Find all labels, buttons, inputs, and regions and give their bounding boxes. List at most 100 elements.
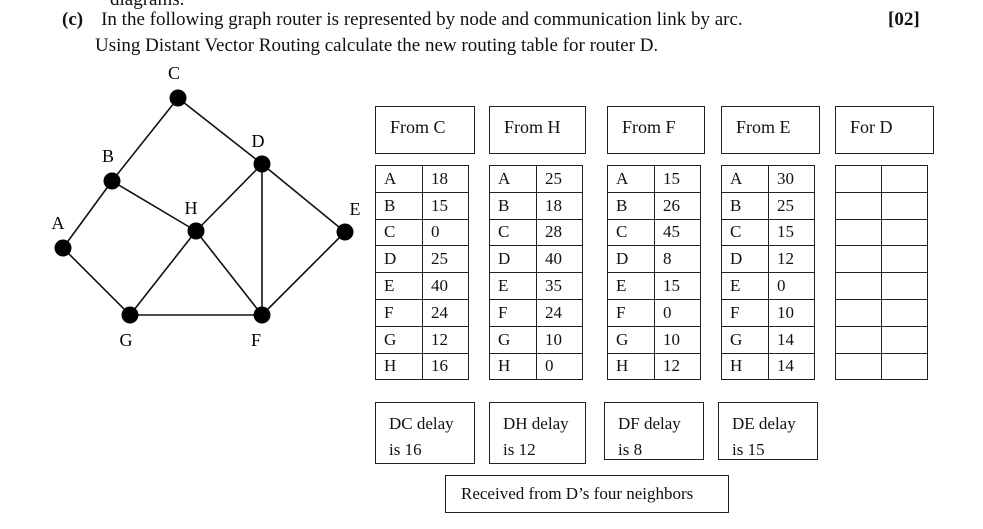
cost-cell: 40 [536, 245, 583, 274]
table-row [835, 272, 928, 300]
destination-cell: F [375, 298, 423, 327]
delay-line: is 15 [732, 440, 765, 459]
cost-cell: 16 [422, 352, 469, 381]
cost-cell: 15 [654, 165, 701, 193]
cost-cell: 12 [422, 325, 469, 354]
question-line-1: (c) In the following graph router is repr… [62, 9, 743, 31]
cost-cell [881, 218, 928, 247]
destination-cell [835, 272, 882, 300]
cost-cell: 10 [768, 298, 815, 327]
destination-cell: E [607, 272, 655, 300]
cost-cell [881, 352, 928, 381]
table-row [835, 218, 928, 247]
cost-cell: 12 [768, 245, 815, 274]
destination-cell: D [489, 245, 537, 274]
cost-cell: 24 [422, 298, 469, 327]
cost-cell: 25 [422, 245, 469, 274]
node-D [253, 155, 271, 173]
edge-A-B [62, 180, 113, 249]
cost-cell: 15 [654, 272, 701, 300]
cost-cell: 26 [654, 191, 701, 220]
destination-cell: C [607, 218, 655, 247]
table-row [835, 191, 928, 220]
destination-cell: D [721, 245, 769, 274]
delay-line: DC delay [389, 414, 454, 433]
cost-cell: 18 [536, 191, 583, 220]
table-row [835, 325, 928, 354]
destination-cell: A [375, 165, 423, 193]
node-G [121, 306, 139, 324]
cost-cell: 14 [768, 325, 815, 354]
edge-C-D [177, 97, 263, 165]
edge-H-G [129, 230, 197, 316]
node-label-A: A [52, 213, 65, 233]
edge-A-G [62, 247, 131, 316]
table-header-1: From H [489, 106, 586, 154]
routing-table-4 [835, 165, 928, 381]
destination-cell [835, 325, 882, 354]
cost-cell: 14 [768, 352, 815, 381]
cost-cell: 0 [422, 218, 469, 247]
node-label-F: F [251, 330, 261, 350]
destination-cell: A [489, 165, 537, 193]
question-label: (c) [62, 9, 84, 30]
destination-cell: D [375, 245, 423, 274]
edge-B-C [111, 97, 179, 182]
node-label-G: G [120, 330, 133, 350]
destination-cell: F [721, 298, 769, 327]
cost-cell: 18 [422, 165, 469, 193]
destination-cell: G [489, 325, 537, 354]
node-label-B: B [102, 146, 114, 166]
node-E [336, 223, 354, 241]
destination-cell: C [489, 218, 537, 247]
edge-B-H [111, 180, 197, 232]
cost-cell: 25 [768, 191, 815, 220]
question-text-1: In the following graph router is represe… [101, 9, 743, 30]
destination-cell: D [607, 245, 655, 274]
cost-cell: 0 [654, 298, 701, 327]
node-A [54, 239, 72, 257]
destination-cell: B [721, 191, 769, 220]
destination-cell: C [375, 218, 423, 247]
node-F [253, 306, 271, 324]
table-header-0: From C [375, 106, 475, 154]
cost-cell: 0 [536, 352, 583, 381]
cost-cell: 8 [654, 245, 701, 274]
node-H [187, 222, 205, 240]
edge-D-H [195, 163, 263, 232]
question-line-2: Using Distant Vector Routing calculate t… [95, 35, 659, 56]
cost-cell [881, 165, 928, 193]
node-label-E: E [350, 199, 361, 219]
destination-cell: G [375, 325, 423, 354]
cost-cell: 28 [536, 218, 583, 247]
